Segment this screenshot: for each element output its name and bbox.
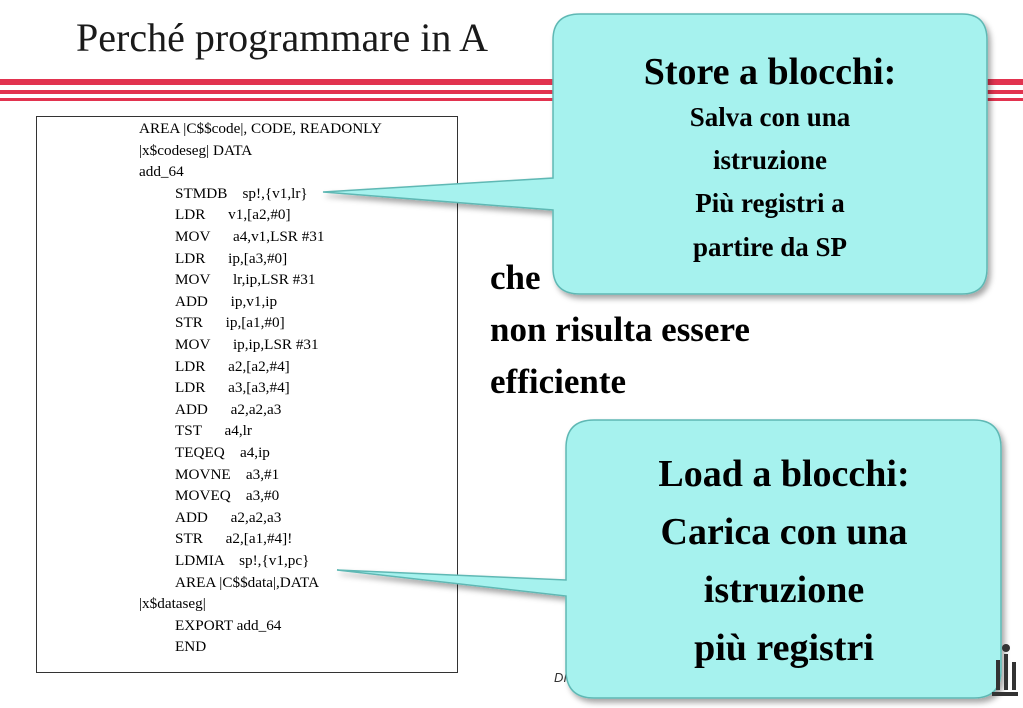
code-line: LDR v1,[a2,#0] — [175, 206, 291, 224]
body-text-line-1: che — [490, 258, 541, 297]
load-callout-bubble — [336, 419, 1002, 699]
code-line: MOVNE a3,#1 — [175, 465, 280, 483]
code-line: MOV lr,ip,LSR #31 — [175, 271, 316, 289]
code-line: TEQEQ a4,ip — [175, 444, 270, 461]
code-line: TST a4,lr — [175, 422, 252, 440]
code-line: AREA |C$$data|,DATA — [175, 573, 320, 591]
code-line: AREA |C$$code|, CODE, READONLY — [139, 120, 382, 137]
code-line: ADD a2,a2,a3 — [175, 508, 282, 526]
code-line: MOV a4,v1,LSR #31 — [175, 228, 325, 245]
body-text-line-2: non risulta essere — [490, 310, 750, 349]
code-line: |x$dataseg| — [139, 595, 206, 613]
load-callout-heading: Load a blocchi: — [658, 453, 910, 495]
body-text-line-3: efficiente — [490, 362, 627, 401]
code-line: LDR a3,[a3,#4] — [175, 379, 290, 397]
code-line: STR a2,[a1,#4]! — [175, 530, 293, 548]
code-line: |x$codeseg| DATA — [139, 141, 253, 159]
store-callout-line-2: istruzione — [713, 145, 827, 175]
code-line: STMDB sp!,{v1,lr} — [175, 184, 308, 202]
store-callout-bubble — [322, 13, 988, 295]
university-logo-icon — [992, 644, 1018, 696]
code-line: LDR ip,[a3,#0] — [175, 249, 288, 267]
code-line: ADD ip,v1,ip — [175, 292, 278, 310]
code-line: MOV ip,ip,LSR #31 — [175, 336, 319, 353]
code-line: add_64 — [139, 163, 184, 181]
load-callout-line-3: più registri — [694, 627, 874, 669]
store-callout-heading: Store a blocchi: — [643, 51, 897, 93]
code-line: LDR a2,[a2,#4] — [175, 357, 290, 375]
code-line: END — [175, 638, 207, 656]
code-line: EXPORT add_64 — [175, 616, 282, 634]
load-callout-line-1: Carica con una — [660, 511, 908, 553]
store-callout-line-3: Più registri a — [695, 188, 845, 218]
code-line: ADD a2,a2,a3 — [175, 400, 282, 418]
assembly-code-listing: AREA |C$$code|, CODE, READONLY |x$codeseg… — [36, 116, 458, 673]
code-line: LDMIA sp!,{v1,pc} — [175, 552, 310, 569]
code-line: STR ip,[a1,#0] — [175, 314, 285, 332]
store-callout-line-4: partire da SP — [693, 232, 847, 262]
store-callout-line-1: Salva con una — [689, 102, 851, 132]
load-callout-line-2: istruzione — [703, 569, 865, 611]
code-line: MOVEQ a3,#0 — [175, 487, 280, 505]
slide-title: Perché programmare in A — [76, 15, 489, 60]
